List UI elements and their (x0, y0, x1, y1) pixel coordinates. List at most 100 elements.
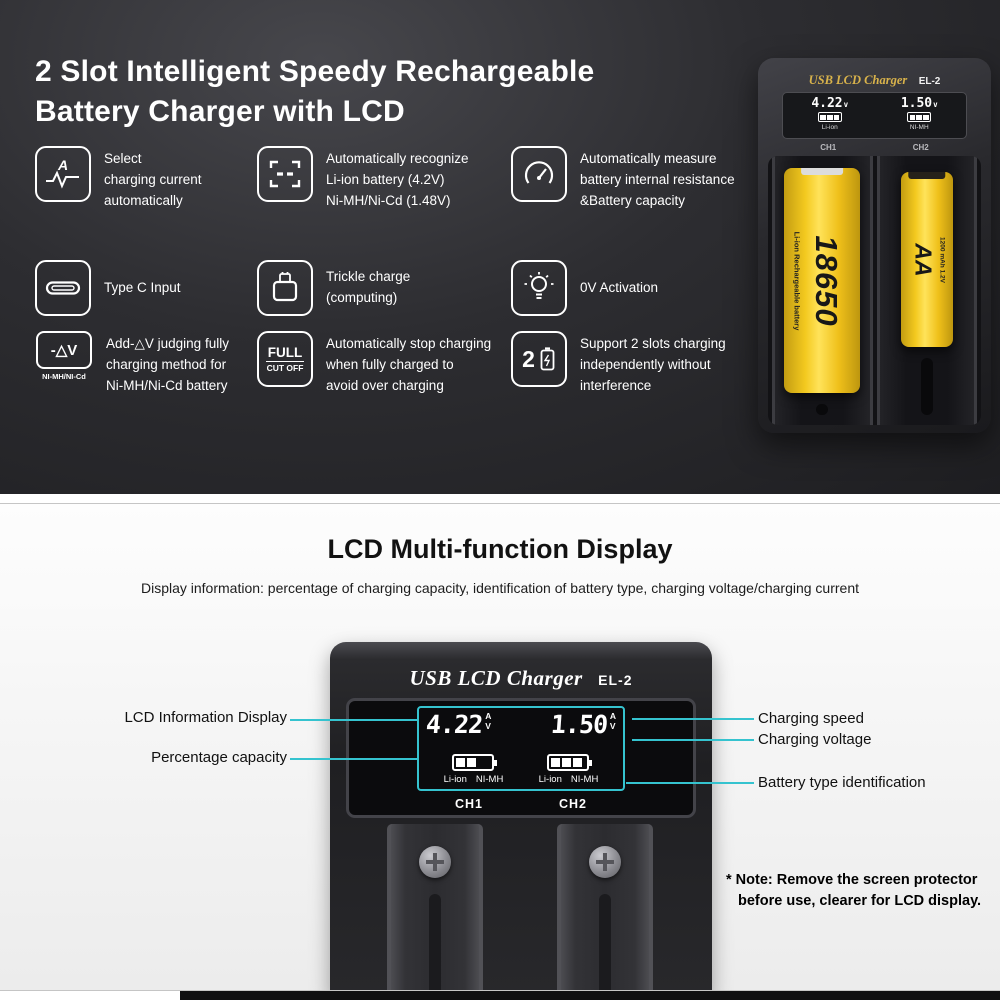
battery-cap (801, 168, 844, 175)
bulb-icon (511, 260, 567, 316)
letter-a: A (57, 157, 68, 173)
cutoff-label: CUT OFF (266, 363, 304, 373)
full-label: FULL (267, 344, 303, 360)
charger-header: USB LCD Charger EL-2 (758, 71, 991, 89)
feature-two-slots: 2 Support 2 slots charging independently… (511, 331, 761, 397)
callout-line-battery-type (626, 782, 754, 784)
feature-auto-recognize: Automatically recognize Li-ion battery (… (257, 146, 511, 245)
ch2-type: NI-MH (909, 124, 929, 131)
callout-line-lcd-info (290, 719, 417, 721)
ch2-label: CH2 (558, 797, 587, 811)
battery-lightning-glyph (540, 347, 555, 371)
closeup-model: EL-2 (598, 672, 633, 688)
slot-rail (599, 894, 611, 990)
feature-text: Automatically recognize Li-ion battery (… (326, 151, 469, 208)
type-c-glyph (45, 281, 81, 295)
battery-cap (908, 172, 946, 179)
ch1-value: 4.22v (811, 96, 849, 111)
battery-aa: 1200 mAh 1.2V AA (900, 172, 953, 347)
closeup-header: USB LCD Charger EL-2 (330, 666, 712, 691)
feature-type-c: Type C Input (35, 245, 257, 331)
resistance-meter-glyph (524, 161, 554, 184)
feature-text: Add-△V judging fully charging method for… (106, 336, 229, 393)
slot-2 (557, 824, 653, 990)
feature-text: Support 2 slots charging independently w… (580, 336, 726, 393)
ch1-battery-icon (817, 112, 842, 122)
feature-text: Type C Input (104, 279, 181, 295)
callout-line-voltage (632, 739, 754, 741)
battery-18650-name: 18650 (809, 234, 845, 327)
battery-bays: Li-ion Rechargeable battery 18650 1200 m… (768, 156, 981, 425)
section-title: LCD Multi-function Display (327, 534, 673, 564)
section-subtitle: Display information: percentage of charg… (140, 580, 860, 596)
callout-lcd-info: LCD Information Display (124, 709, 287, 726)
two-label: 2 (522, 345, 535, 372)
charger-model: EL-2 (918, 76, 941, 87)
callout-line-percentage (290, 758, 417, 760)
feature-full-cutoff: FULL CUT OFF Automatically stop charging… (257, 331, 511, 397)
lcd-channel-2: 1.50v NI-MH (875, 97, 965, 134)
slot-rail (429, 894, 441, 990)
screw-cross-glyph (596, 853, 614, 871)
callout-battery-type: Battery type identification (758, 774, 926, 791)
divider (266, 361, 304, 362)
feature-text: Trickle charge (computing) (326, 269, 411, 305)
note-line-2: before use, clearer for LCD display. (738, 893, 982, 910)
ch2-value: 1.50v (900, 96, 938, 111)
screw-1 (419, 846, 451, 878)
full-cutoff-icon: FULL CUT OFF (257, 331, 313, 387)
feature-select-current: A Select charging current automatically (35, 146, 257, 245)
charger-brand: USB LCD Charger (808, 73, 908, 87)
bay-1: Li-ion Rechargeable battery 18650 (772, 156, 873, 425)
feature-delta-v: -△V NI-MH/NI-Cd Add-△V judging fully cha… (35, 331, 257, 397)
battery-18650-info: Li-ion Rechargeable battery (792, 231, 802, 330)
slot-spring (920, 358, 933, 415)
feature-0v-activation: 0V Activation (511, 245, 761, 331)
hero-section: 2 Slot Intelligent Speedy Rechargeable B… (0, 0, 1000, 494)
slot-1 (387, 824, 483, 990)
feature-text: Select charging current automatically (104, 151, 202, 208)
next-section-edge (180, 991, 1000, 1000)
trickle-charge-icon (257, 260, 313, 316)
ch1-label: CH1 (820, 143, 837, 152)
feature-text: 0V Activation (580, 279, 659, 295)
ch2-battery-icon (547, 754, 593, 771)
callout-percentage: Percentage capacity (151, 749, 287, 766)
feature-trickle-charge: Trickle charge (computing) (257, 245, 511, 331)
ch1-battery-icon (452, 754, 498, 771)
page-title: 2 Slot Intelligent Speedy Rechargeable B… (35, 55, 595, 128)
callout-line-speed (632, 718, 754, 720)
charging-current-glyph: A (46, 157, 79, 189)
charger-lcd: 4.22v Li-ion 1.50v NI-MH (782, 92, 967, 139)
type-c-icon (35, 260, 91, 316)
feature-text: Automatically stop charging when fully c… (326, 336, 492, 393)
feature-text: Automatically measure battery internal r… (580, 151, 735, 208)
battery-aa-info: 1200 mAh 1.2V (938, 236, 946, 283)
charger-product-photo: USB LCD Charger EL-2 4.22v Li-ion 1.50v … (758, 58, 991, 433)
lcd-channel-1: 4.22v Li-ion (785, 97, 875, 134)
ch2-label: CH2 (912, 143, 929, 152)
minus-delta-v-sublabel: NI-MH/NI-Cd (42, 372, 86, 381)
bay-2: 1200 mAh 1.2V AA (876, 156, 977, 425)
charging-current-icon: A (35, 146, 91, 202)
minus-delta-v-box: -△V (36, 331, 92, 369)
closeup-brand: USB LCD Charger (409, 666, 583, 690)
trickle-charge-glyph (272, 272, 298, 302)
ch2-number: 1.50 (549, 710, 608, 739)
channel-labels: CH1 CH2 (782, 143, 967, 152)
screen-protector-note: * Note: Remove the screen protector befo… (726, 870, 981, 912)
screw-cross-glyph (426, 853, 444, 871)
battery-aa-name: AA (910, 242, 937, 277)
minus-delta-v-icon: -△V NI-MH/NI-Cd (35, 331, 93, 381)
feature-grid: A Select charging current automatically … (35, 146, 761, 397)
